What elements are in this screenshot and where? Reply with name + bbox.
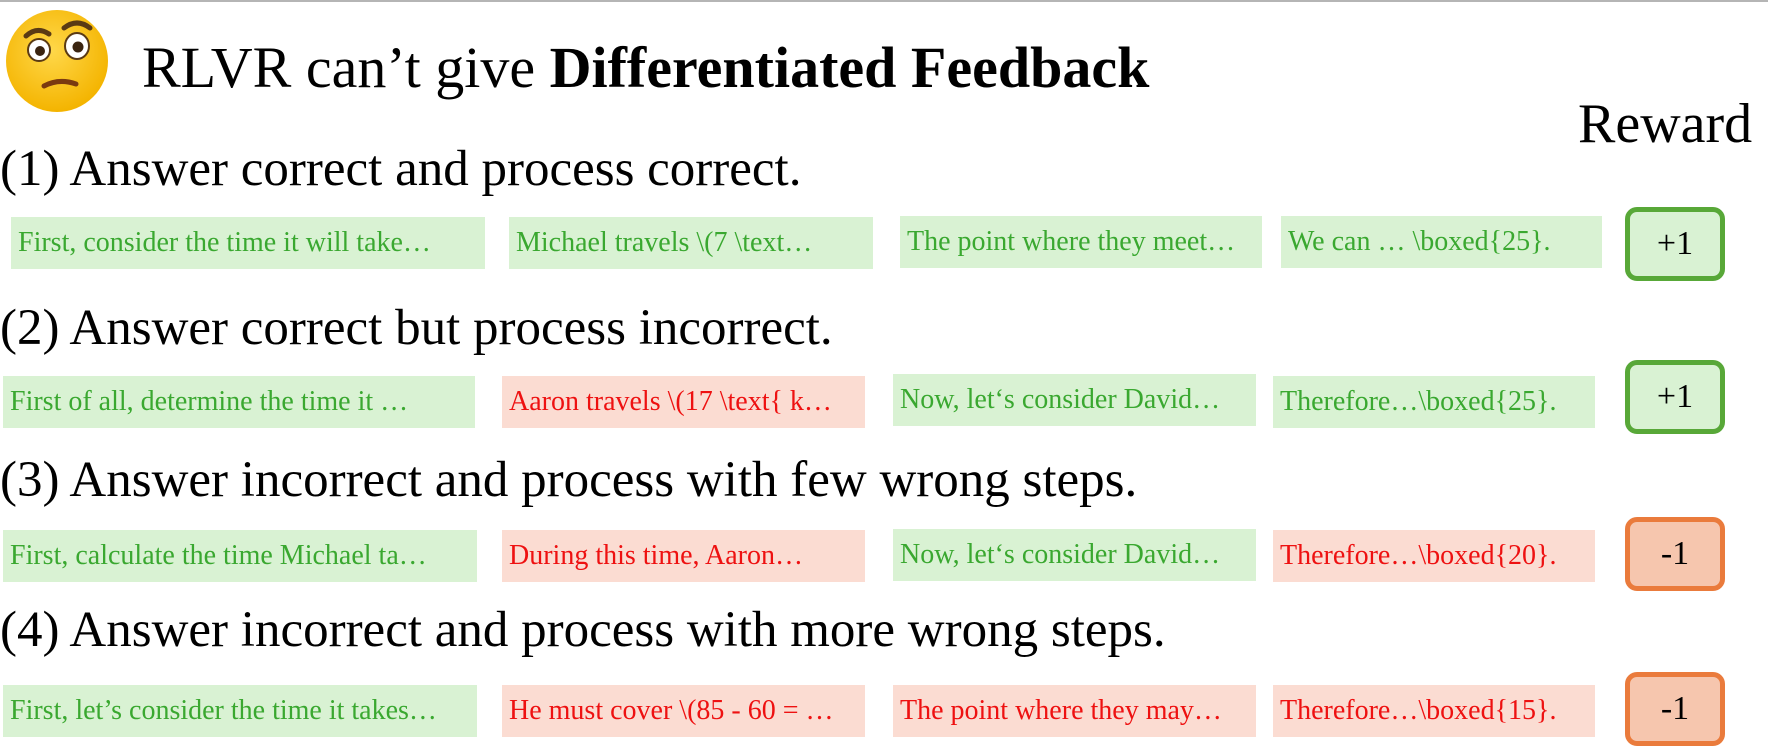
case-4-heading: (4) Answer incorrect and process with mo… [0,602,1166,658]
case-3-step-4: Therefore…\boxed{20}. [1273,530,1595,582]
case-2-heading: (2) Answer correct but process incorrect… [0,300,833,356]
case-4-step-3: The point where they may… [893,685,1256,737]
reward-column-header: Reward [1578,93,1753,155]
case-2-step-3: Now, let‘s consider David… [893,374,1256,426]
case-3-heading: (3) Answer incorrect and process with fe… [0,452,1138,508]
case-2-step-1: First of all, determine the time it … [3,376,475,428]
face-with-raised-eyebrow-icon [6,10,108,112]
case-2-step-2: Aaron travels \(17 \text{ k… [502,376,865,428]
title-prefix: RLVR can’t give [142,35,550,100]
case-1-step-4: We can … \boxed{25}. [1281,216,1602,268]
top-border-line [0,0,1768,2]
case-3-step-3: Now, let‘s consider David… [893,529,1256,581]
case-1-reward-badge: +1 [1625,207,1725,281]
page-title: RLVR can’t give Differentiated Feedback [142,30,1149,106]
case-1-heading: (1) Answer correct and process correct. [0,141,802,197]
case-1-step-2: Michael travels \(7 \text… [509,217,873,269]
case-4-reward-badge: -1 [1625,672,1725,746]
case-4-step-4: Therefore…\boxed{15}. [1273,685,1595,737]
title-emphasis: Differentiated Feedback [549,35,1150,100]
case-1-step-1: First, consider the time it will take… [11,217,485,269]
case-1-step-3: The point where they meet… [900,216,1262,268]
case-4-step-1: First, let’s consider the time it takes… [3,685,477,737]
case-3-reward-badge: -1 [1625,517,1725,591]
case-3-step-2: During this time, Aaron… [502,530,865,582]
case-2-step-4: Therefore…\boxed{25}. [1273,376,1595,428]
case-3-step-1: First, calculate the time Michael ta… [3,530,477,582]
case-2-reward-badge: +1 [1625,360,1725,434]
case-4-step-2: He must cover \(85 - 60 = … [502,685,865,737]
